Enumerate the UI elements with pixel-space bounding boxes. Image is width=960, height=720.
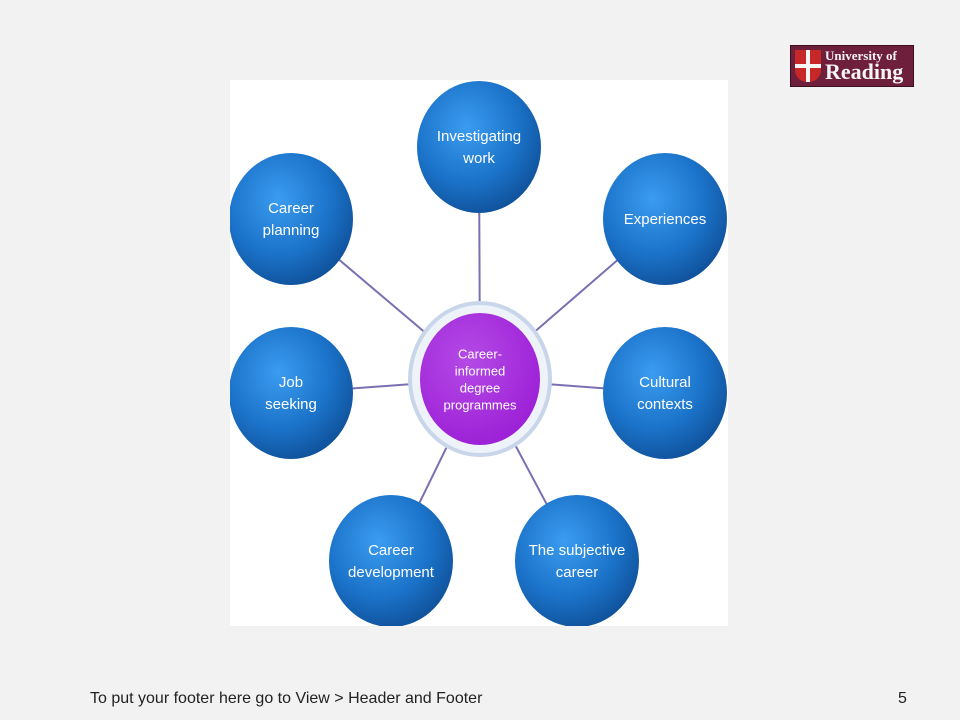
node-label-experiences: Experiences [624, 211, 707, 228]
university-logo: University of Reading [790, 45, 914, 87]
node-investigating-work [417, 81, 541, 213]
crest-icon [795, 50, 821, 82]
logo-line-2: Reading [825, 59, 904, 84]
node-career-planning [230, 153, 353, 285]
logo-line-1: University of [825, 48, 897, 63]
node-experiences [603, 153, 727, 285]
node-job-seeking [230, 327, 353, 459]
node-subjective-career [515, 495, 639, 626]
node-career-development [329, 495, 453, 626]
center-node [420, 313, 540, 445]
footer-text: To put your footer here go to View > Hea… [90, 690, 483, 707]
node-cultural-contexts [603, 327, 727, 459]
page-number: 5 [898, 690, 907, 707]
